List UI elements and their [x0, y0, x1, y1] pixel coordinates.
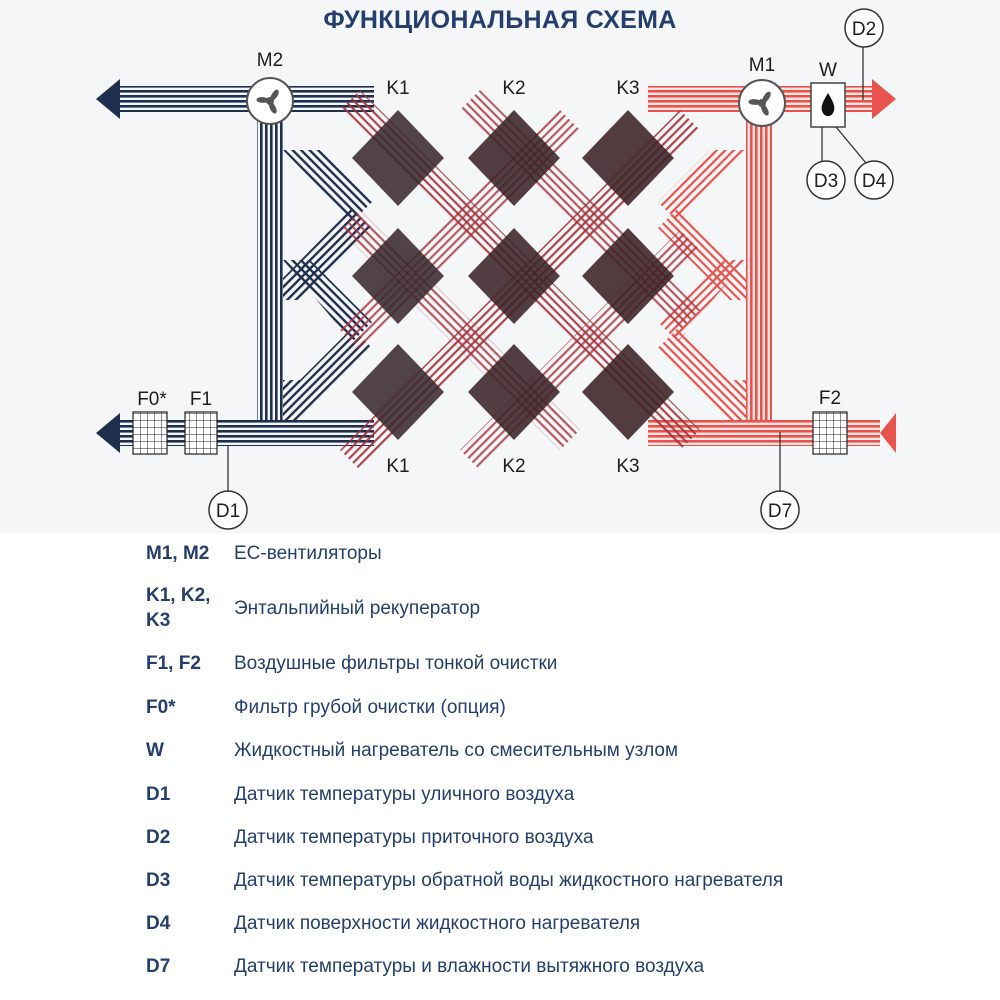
- sensor-d1: D1: [208, 446, 248, 530]
- recuperator-k2-row3: [468, 344, 560, 440]
- legend-code: F1, F2: [146, 653, 201, 674]
- recuperator-k1-row3: [352, 344, 444, 440]
- filter-grid-icon: [132, 411, 168, 455]
- heater-w: W: [810, 60, 846, 128]
- label-f2: F2: [819, 388, 841, 409]
- legend-code: K1, K2, K3: [146, 585, 211, 631]
- recuperator-k1-row2: [352, 228, 444, 324]
- legend-desc: Датчик температуры уличного воздуха: [234, 784, 575, 805]
- label-d1: D1: [216, 501, 240, 522]
- functional-scheme-diagram: K1 K2 K3 K1 K2 K3 M2 M1 W D2: [96, 8, 896, 530]
- label-w: W: [819, 60, 837, 81]
- recuperator-k2-row1: [468, 110, 560, 206]
- return-inlet-arrow-icon: [880, 413, 896, 453]
- filter-f1: F1: [184, 389, 218, 455]
- legend-code: D4: [146, 913, 171, 934]
- label-k1-top: K1: [386, 78, 409, 99]
- label-d7: D7: [768, 501, 792, 522]
- water-drop-icon: [821, 93, 835, 116]
- filter-grid-icon: [812, 411, 848, 455]
- legend-code: D2: [146, 827, 171, 848]
- legend-desc: Жидкостный нагреватель со смесительным у…: [234, 740, 679, 761]
- label-d4: D4: [862, 171, 887, 192]
- filter-f0: F0*: [132, 389, 168, 455]
- recuperator-k3-row3: [582, 344, 674, 440]
- legend-desc: ЕС-вентиляторы: [234, 543, 382, 564]
- recuperator-blocks: [352, 110, 674, 440]
- sensor-d4: D4: [835, 126, 894, 200]
- legend-desc: Воздушные фильтры тонкой очистки: [234, 653, 558, 674]
- label-k3-bottom: K3: [616, 456, 639, 477]
- legend-desc: Энтальпийный рекуператор: [234, 598, 481, 619]
- legend-desc: Фильтр грубой очистки (опция): [234, 697, 506, 718]
- label-f1: F1: [190, 389, 212, 410]
- label-d3: D3: [814, 171, 838, 192]
- label-k2-top: K2: [502, 78, 525, 99]
- legend-code: D3: [146, 870, 171, 891]
- fan-icon: [256, 89, 279, 114]
- legend-desc: Датчик температуры и влажности вытяжного…: [234, 956, 705, 977]
- label-f0: F0*: [137, 389, 167, 410]
- label-m1: M1: [749, 55, 775, 76]
- fan-m2: M2: [246, 50, 294, 125]
- label-d2: D2: [852, 19, 876, 40]
- sensor-d2: D2: [844, 8, 884, 100]
- legend-code: D7: [146, 956, 171, 977]
- page-title: ФУНКЦИОНАЛЬНАЯ СХЕМА: [323, 6, 677, 34]
- recuperator-k3-row1: [582, 110, 674, 206]
- label-k2-bottom: K2: [502, 456, 525, 477]
- recuperator-k2-row2: [468, 228, 560, 324]
- label-m2: M2: [257, 50, 283, 71]
- supply-outlet-arrow-icon: [872, 79, 896, 119]
- intake-inlet-arrow-icon: [96, 413, 120, 453]
- legend-code: M1, M2: [146, 543, 210, 564]
- legend-code: W: [146, 740, 164, 761]
- legend: M1, M2 ЕС-вентиляторы K1, K2, K3 Энтальп…: [0, 533, 1000, 1000]
- fan-icon: [748, 91, 771, 116]
- legend-desc: Датчик температуры приточного воздуха: [234, 827, 594, 848]
- legend-desc: Датчик поверхности жидкостного нагревате…: [234, 913, 641, 934]
- legend-code: F0*: [146, 697, 176, 718]
- fan-m1: M1: [738, 55, 786, 127]
- sensor-d7: D7: [760, 432, 800, 530]
- recuperator-k3-row2: [582, 228, 674, 324]
- legend-code: D1: [146, 784, 171, 805]
- filter-f2: F2: [812, 388, 848, 455]
- recuperator-k1-row1: [352, 110, 444, 206]
- label-k3-top: K3: [616, 78, 639, 99]
- exhaust-outlet-arrow-icon: [96, 79, 120, 119]
- label-k1-bottom: K1: [386, 456, 409, 477]
- legend-desc: Датчик температуры обратной воды жидкост…: [234, 870, 784, 891]
- sensor-d3: D3: [806, 127, 846, 200]
- filter-grid-icon: [184, 411, 218, 455]
